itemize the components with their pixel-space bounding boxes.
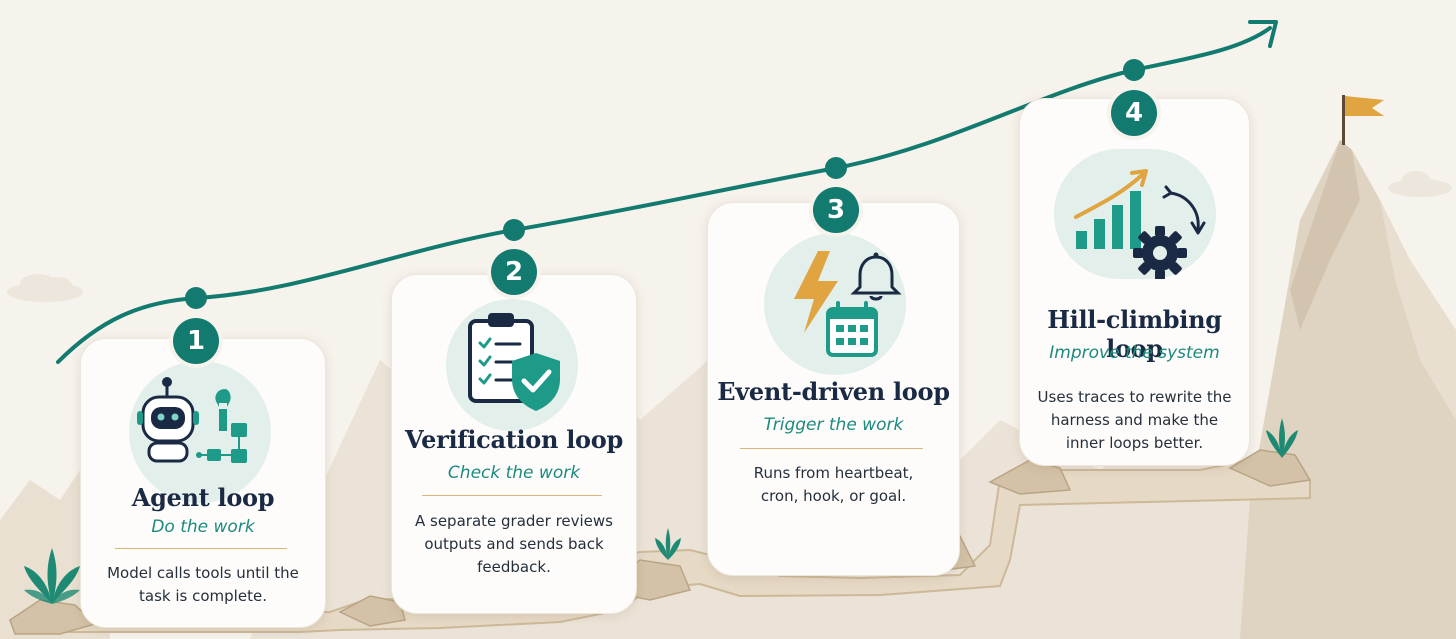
progress-dot-2 bbox=[503, 219, 525, 241]
step-title: Hill-climbing loop bbox=[1047, 305, 1222, 363]
icon-badge-circle bbox=[1054, 149, 1216, 279]
divider bbox=[740, 448, 923, 449]
step-number-badge-4: 4 bbox=[1111, 90, 1157, 136]
plant-middle bbox=[655, 528, 681, 560]
progress-arrowhead-icon bbox=[1248, 20, 1278, 48]
progress-dot-4 bbox=[1123, 59, 1145, 81]
robot-with-wrench-and-flow-icon bbox=[137, 377, 247, 463]
cloud-left bbox=[7, 274, 83, 302]
icon-badge-circle bbox=[446, 299, 578, 431]
step-card-1: Agent loop Do the work Model calls tools… bbox=[80, 338, 326, 628]
growth-chart-gear-cycle-icon bbox=[1074, 169, 1206, 279]
step-title: Event-driven loop bbox=[717, 377, 950, 406]
plant-left bbox=[24, 548, 80, 604]
step-card-2: Verification loop Check the work A separ… bbox=[391, 274, 637, 614]
divider bbox=[115, 548, 287, 549]
icon-badge-circle bbox=[129, 361, 271, 503]
step-subtitle: Improve the system bbox=[1049, 343, 1220, 363]
step-number-badge-1: 1 bbox=[173, 318, 219, 364]
step-title: Agent loop bbox=[131, 483, 275, 512]
step-description: Uses traces to rewrite the harness and m… bbox=[1037, 388, 1232, 452]
cloud-right bbox=[1388, 171, 1452, 197]
progress-dot-1 bbox=[185, 287, 207, 309]
step-subtitle: Check the work bbox=[447, 463, 581, 483]
progress-dot-3 bbox=[825, 157, 847, 179]
step-title: Verification loop bbox=[405, 425, 623, 454]
step-number-badge-3: 3 bbox=[813, 187, 859, 233]
step-subtitle: Do the work bbox=[151, 517, 255, 537]
step-description: A separate grader reviews outputs and se… bbox=[414, 512, 613, 576]
plant-right bbox=[1266, 418, 1298, 458]
divider bbox=[422, 495, 602, 496]
step-card-3: Event-driven loop Trigger the work Runs … bbox=[707, 202, 960, 576]
step-description: Runs from heartbeat, cron, hook, or goal… bbox=[753, 464, 914, 505]
step-description: Model calls tools until the task is comp… bbox=[107, 564, 299, 605]
lightning-bell-calendar-icon bbox=[794, 251, 902, 357]
summit-flag-icon bbox=[1342, 95, 1384, 145]
step-subtitle: Trigger the work bbox=[763, 415, 904, 435]
step-card-4: Hill-climbing loop Improve the system Us… bbox=[1019, 98, 1250, 466]
clipboard-checklist-shield-icon bbox=[468, 313, 560, 411]
step-number-badge-2: 2 bbox=[491, 249, 537, 295]
progress-dots bbox=[185, 59, 1145, 309]
icon-badge-circle bbox=[764, 233, 906, 375]
